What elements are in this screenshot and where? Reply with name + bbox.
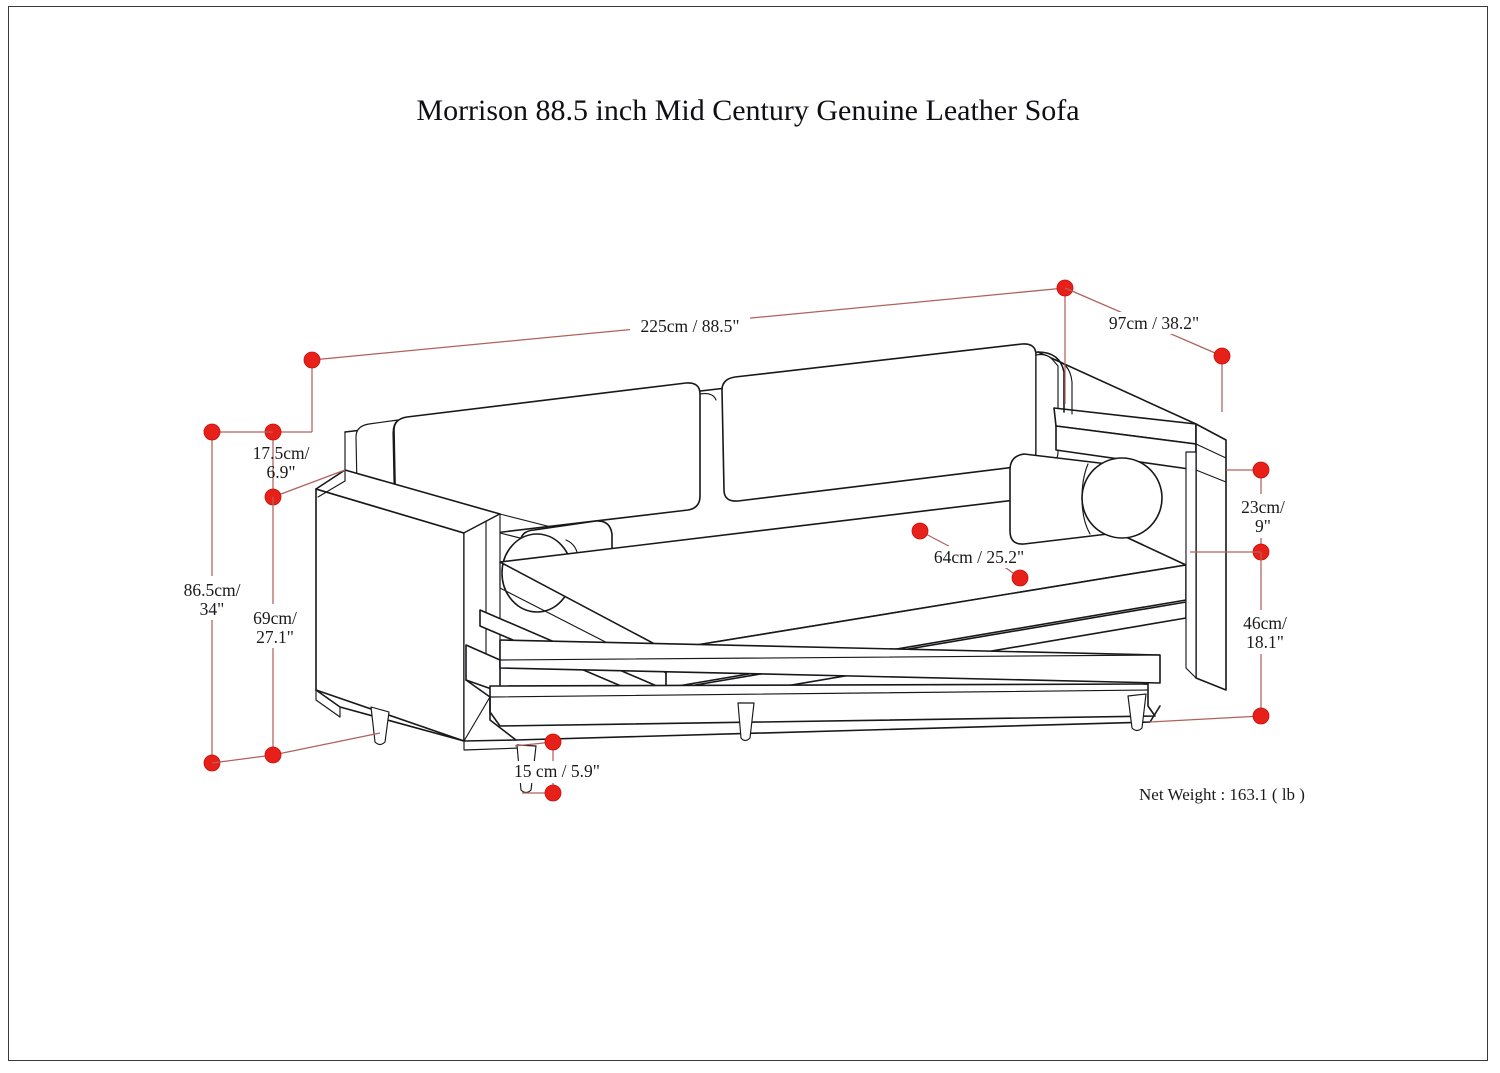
dim-label-arm-top-to-seat-line2: 9" bbox=[1255, 516, 1271, 536]
dim-dot-width-left bbox=[303, 351, 321, 369]
dim-label-overall-height-line1: 86.5cm/ bbox=[184, 580, 241, 600]
dim-label-seat-height-line1: 46cm/ bbox=[1243, 613, 1287, 633]
dimension-overall-depth: 97cm / 38.2" bbox=[1064, 287, 1231, 412]
dim-label-back-cushion-line2: 6.9" bbox=[266, 462, 295, 482]
dim-label-arm-top-to-seat-line1: 23cm/ bbox=[1241, 497, 1285, 517]
sofa-illustration bbox=[315, 343, 1227, 794]
dim-dot-leg-bottom bbox=[544, 784, 562, 802]
dim-dot-leg-top bbox=[544, 733, 562, 751]
dim-dot-ats-top bbox=[1252, 461, 1270, 479]
dim-dot-sd-top bbox=[911, 522, 929, 540]
dim-dot-oh-top bbox=[203, 423, 221, 441]
dim-label-overall-width: 225cm / 88.5" bbox=[640, 316, 739, 336]
dim-label-overall-depth: 97cm / 38.2" bbox=[1109, 313, 1199, 333]
dim-label-overall-height-line2: 34" bbox=[200, 599, 225, 619]
dim-dot-depth-end bbox=[1213, 347, 1231, 365]
dimension-seat-depth: 64cm / 25.2" bbox=[911, 522, 1040, 587]
dimension-arm-height: 69cm/ 27.1" bbox=[211, 497, 381, 764]
dimension-overall-height: 86.5cm/ 34" bbox=[170, 423, 273, 772]
dimension-seat-height: 46cm/ 18.1" bbox=[1149, 551, 1304, 725]
dim-label-seat-height-line2: 18.1" bbox=[1246, 632, 1284, 652]
dim-label-leg-height: 15 cm / 5.9" bbox=[514, 761, 600, 781]
page-title: Morrison 88.5 inch Mid Century Genuine L… bbox=[416, 94, 1079, 127]
dim-dot-ah-bottom bbox=[264, 746, 282, 764]
dimension-arm-top-to-seat: 23cm/ 9" bbox=[1226, 461, 1298, 561]
dim-label-back-cushion-line1: 17.5cm/ bbox=[253, 443, 310, 463]
dim-label-arm-height-line1: 69cm/ bbox=[253, 608, 297, 628]
dim-label-seat-depth: 64cm / 25.2" bbox=[934, 547, 1024, 567]
net-weight-label: Net Weight : 163.1 ( lb ) bbox=[1139, 785, 1305, 804]
dim-label-arm-height-line2: 27.1" bbox=[256, 627, 294, 647]
dim-dot-sd-bottom bbox=[1011, 569, 1029, 587]
dimension-leg-height: 15 cm / 5.9" bbox=[505, 733, 615, 802]
dim-dot-sh-bottom bbox=[1252, 707, 1270, 725]
